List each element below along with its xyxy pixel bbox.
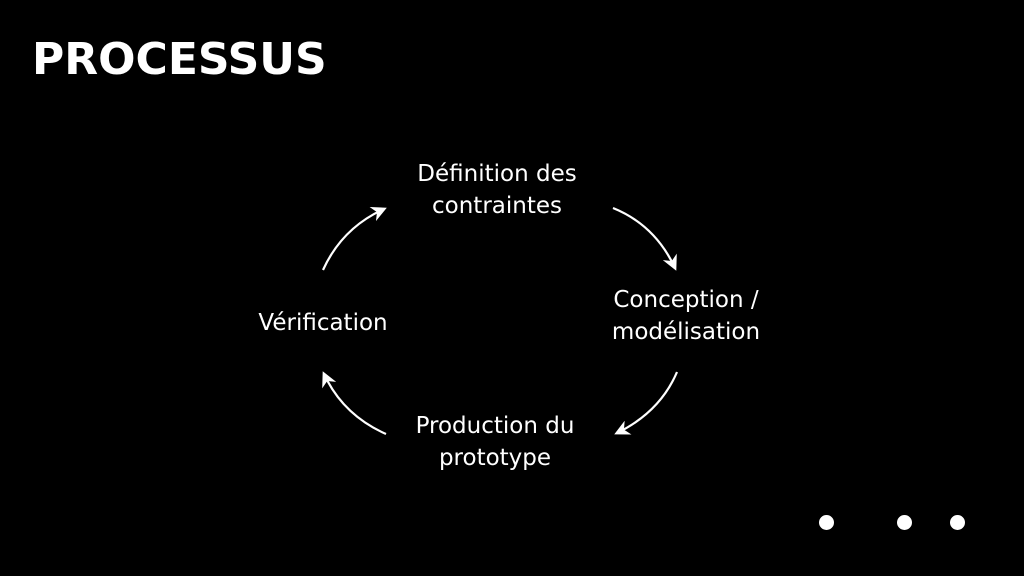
step-label-line1: Conception / <box>613 287 759 313</box>
step-label-line2: contraintes <box>432 193 562 219</box>
step-label-line1: Définition des <box>417 161 577 187</box>
arrow-bottom-left <box>322 371 387 436</box>
pagination-dot[interactable] <box>950 515 965 530</box>
step-label-line1: Production du <box>415 413 575 439</box>
step-definition-contraintes: Définition des contraintes <box>417 158 576 222</box>
step-label-line1: Vérification <box>258 310 388 336</box>
arrow-top-left <box>321 207 387 271</box>
arrow-top-right <box>612 206 677 271</box>
step-conception-modelisation: Conception / modélisation <box>612 284 760 348</box>
pagination-dot[interactable] <box>819 515 834 530</box>
pagination-dot[interactable] <box>897 515 912 530</box>
slide-title: PROCESSUS <box>32 34 327 85</box>
step-label-line2: prototype <box>438 445 552 471</box>
step-label-line2: modélisation <box>611 319 761 345</box>
step-verification: Vérification <box>258 307 387 339</box>
arrow-bottom-right <box>614 371 679 435</box>
step-production-prototype: Production du prototype <box>416 410 575 474</box>
